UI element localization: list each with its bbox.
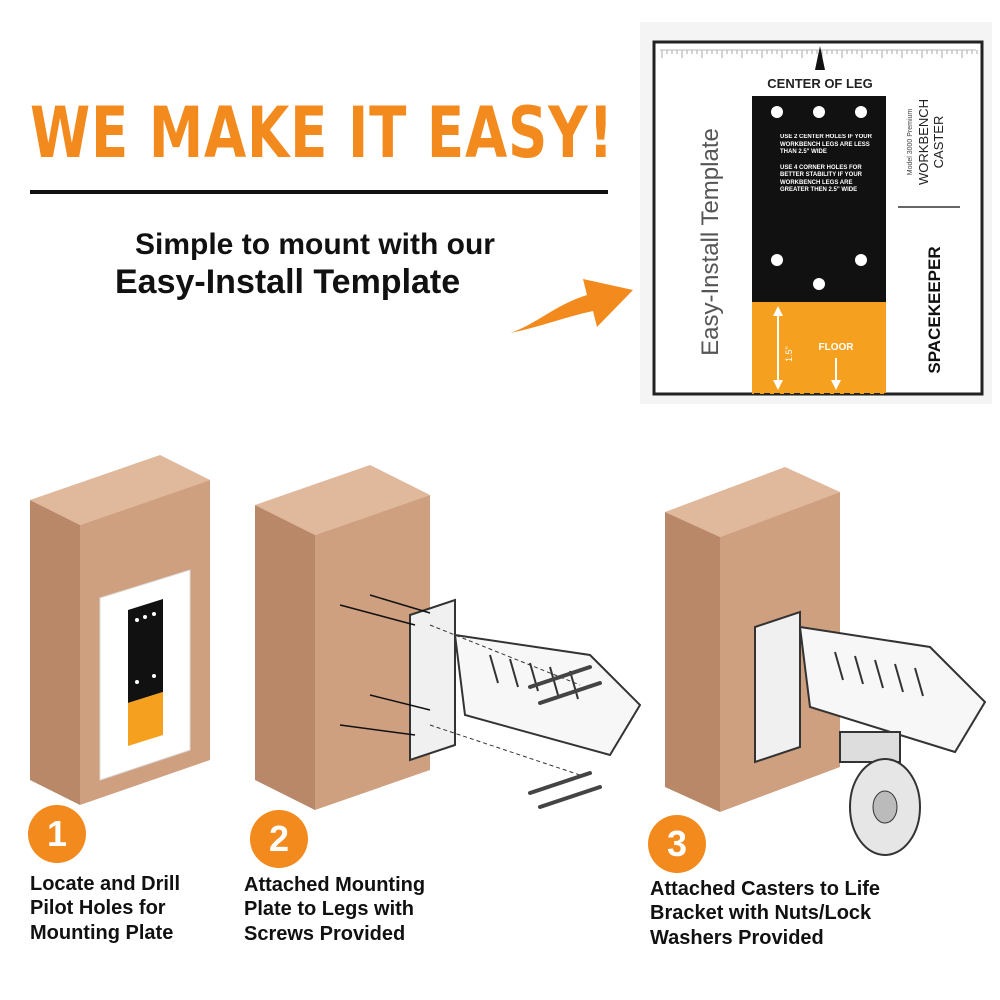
subheading-line-2: Easy-Install Template (115, 262, 461, 301)
step-1-text: Locate and Drill Pilot Holes for Mountin… (30, 873, 181, 944)
step-2-badge: 2 (250, 810, 308, 868)
template-instructions-1: USE 2 CENTER HOLES IF YOUR WORKBENCH LEG… (780, 134, 872, 155)
template-side-title: Easy-Install Template (697, 128, 724, 356)
center-of-leg-label: CENTER OF LEG (767, 76, 872, 91)
step-1-badge: 1 (28, 805, 86, 863)
subheading: Simple to mount with our Easy-Install Te… (115, 228, 545, 302)
orange-arrow-icon (510, 279, 633, 333)
step-2-illustration (255, 465, 642, 810)
offset-label: 1.5" (784, 346, 794, 362)
headline: WE MAKE IT EASY! (30, 92, 615, 174)
install-template-illustration: CENTER OF LEG USE 2 CENTER HOLES IF YOUR… (640, 22, 992, 404)
template-instructions-2: USE 4 CORNER HOLES FOR BETTER STABILITY … (780, 164, 863, 194)
template-product-line-1: WORKBENCH (916, 99, 931, 185)
step-1-illustration (30, 455, 210, 805)
template-brand: SPACEKEEPER (925, 246, 944, 373)
template-model: Model 3000 Premium (907, 109, 914, 176)
step-3-badge: 3 (648, 815, 706, 873)
subheading-line-1: Simple to mount with our (135, 228, 495, 261)
template-product-line-2: CASTER (931, 116, 946, 169)
floor-label: FLOOR (819, 342, 855, 353)
headline-underline (30, 190, 608, 194)
step-3-text: Attached Casters to Life Bracket with Nu… (650, 878, 881, 949)
step-3-illustration (665, 467, 987, 856)
step-2-text: Attached Mounting Plate to Legs with Scr… (244, 874, 426, 945)
